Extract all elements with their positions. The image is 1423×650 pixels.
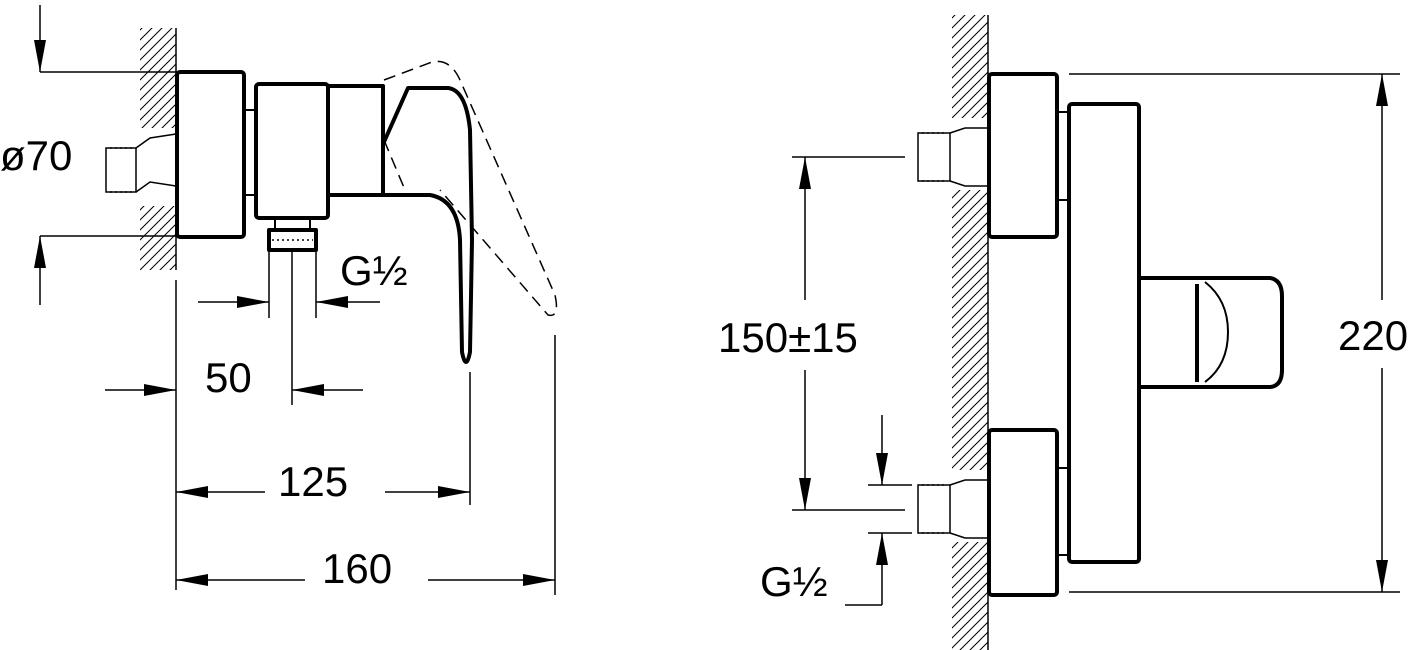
label-50: 50 — [205, 354, 252, 401]
wall-right — [952, 15, 989, 650]
wall-pipe-lower — [917, 479, 988, 539]
label-thread-left: G½ — [340, 247, 408, 294]
dim-160: 160 — [176, 335, 556, 595]
escutcheon-lower — [987, 428, 1059, 597]
dim-125: 125 — [175, 280, 471, 590]
label-thread-right: G½ — [760, 558, 828, 605]
dim-thread-left: G½ — [198, 247, 408, 318]
dim-220: 220 — [1069, 73, 1408, 593]
mixer-body — [254, 82, 330, 220]
side-view: ø70 G½ 50 125 — [0, 5, 558, 595]
label-220: 220 — [1338, 312, 1408, 359]
label-diameter: ø70 — [0, 132, 72, 179]
lever-alt-position — [383, 60, 558, 317]
outlet-left — [267, 218, 318, 252]
lever — [382, 86, 474, 364]
dim-thread-right: G½ — [760, 415, 912, 606]
cartridge-housing — [328, 84, 385, 197]
label-125: 125 — [278, 458, 348, 505]
mixer-body-front — [1067, 102, 1141, 564]
dim-150: 150±15 — [718, 156, 905, 511]
dim-50: 50 — [105, 252, 363, 405]
dim-diameter: ø70 — [0, 5, 177, 305]
handle-front — [1139, 276, 1284, 389]
front-view: 220 150±15 G½ — [718, 15, 1408, 650]
label-150: 150±15 — [718, 314, 858, 361]
wall-pipe-left — [105, 133, 177, 193]
wall-left — [140, 28, 177, 270]
escutcheon — [175, 70, 246, 239]
escutcheon-upper — [987, 72, 1059, 239]
wall-pipe-upper — [917, 127, 988, 187]
label-160: 160 — [322, 545, 392, 592]
